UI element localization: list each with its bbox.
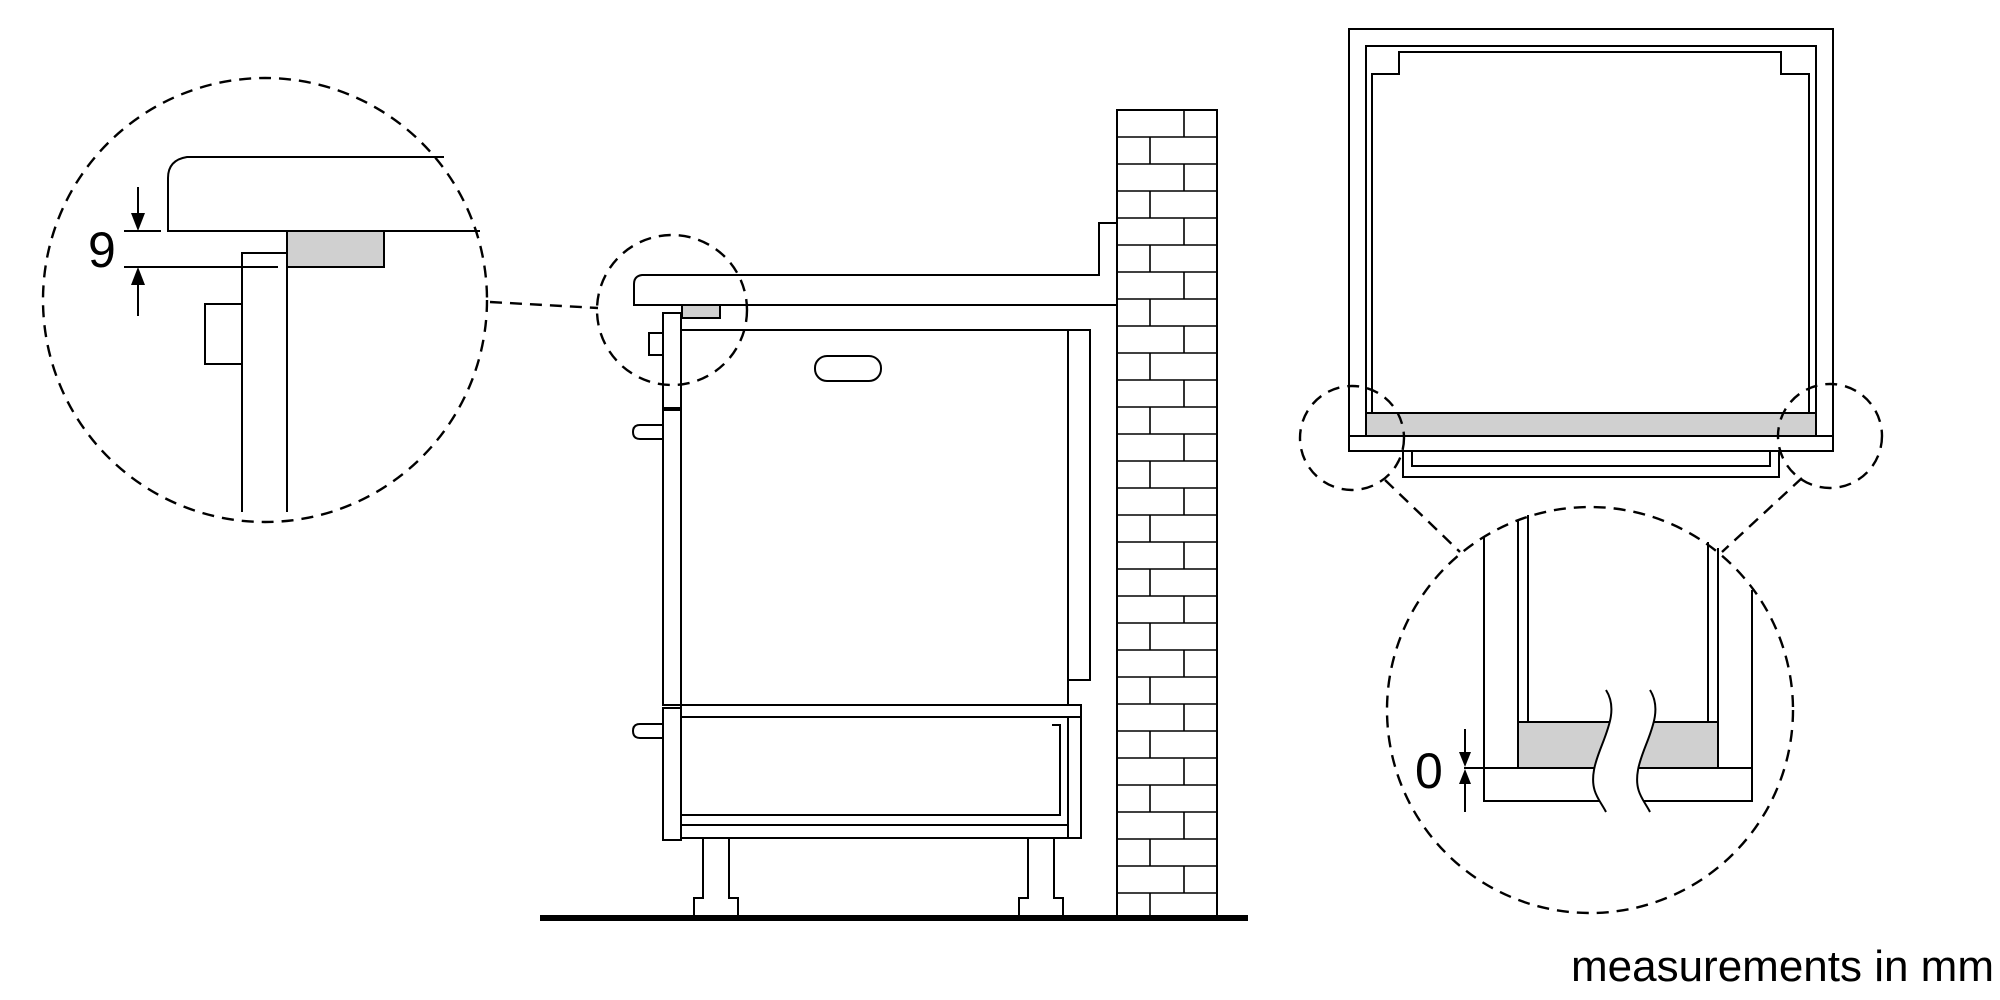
cabinet-side-view [540, 109, 1248, 921]
trim-strip-detail [286, 230, 385, 268]
break-mark-left [1592, 689, 1613, 813]
dim-arrow-0-down-icon [1459, 752, 1471, 767]
wall-outline [1116, 109, 1218, 919]
dim-arrow-up-icon [131, 267, 145, 285]
leader-line-left [489, 300, 599, 310]
door-panel-drawer [662, 707, 682, 841]
appliance-vent-slot [814, 355, 882, 382]
appliance-back-panel [1067, 329, 1091, 681]
door-panel-main [662, 409, 682, 706]
foot-front [693, 838, 739, 917]
units-note: measurements in mm [1571, 942, 1994, 991]
worktop [633, 222, 1117, 306]
brick-courses [1117, 136, 1217, 894]
foot-rear [1018, 838, 1064, 917]
door-panel-top [662, 312, 682, 409]
break-mark-right [1636, 689, 1657, 813]
bottom-gap-detail: 0 [1385, 505, 1795, 915]
front-plinth-inner [1411, 451, 1771, 467]
dim-arrow-0-up-icon [1459, 769, 1471, 784]
detail-circle-right [1385, 505, 1795, 915]
plinth-frame [680, 704, 1082, 839]
callout-circle-top [595, 233, 749, 387]
floor-line [540, 915, 1248, 921]
front-plinth-outer [1402, 450, 1780, 478]
detail-circle-left [41, 76, 489, 524]
trim-strip [681, 304, 721, 319]
door-block-detail [204, 303, 243, 365]
callout-circle-right-corner [1776, 382, 1884, 490]
door-handle-upper [631, 424, 663, 440]
cabinet-panel-detail [241, 252, 288, 512]
leader-line-bottom-right [1721, 477, 1803, 553]
break-gap-fill [1593, 690, 1656, 812]
top-gap-detail: 9 [41, 76, 489, 524]
cabinet-front-view [1298, 28, 1884, 553]
callout-circle-left-corner [1298, 384, 1406, 492]
plinth-inner-rail [681, 724, 1061, 816]
leader-line-bottom-left [1384, 479, 1461, 553]
brick-joints [1149, 110, 1185, 918]
front-inner-frame [1365, 45, 1817, 437]
front-trim-strip [1365, 412, 1817, 437]
brick-wall [1116, 109, 1218, 919]
worktop-edge-detail [167, 156, 480, 232]
door-hinge-block [648, 332, 664, 356]
front-base-rail [1348, 435, 1834, 452]
front-outer-frame [1348, 28, 1834, 452]
dim-label-9: 9 [88, 222, 116, 278]
dim-arrow-down-icon [131, 213, 145, 231]
dim-label-0: 0 [1415, 743, 1443, 799]
appliance-body [680, 329, 1069, 706]
door-handle-lower [631, 723, 663, 739]
appliance-outline [1371, 51, 1810, 413]
